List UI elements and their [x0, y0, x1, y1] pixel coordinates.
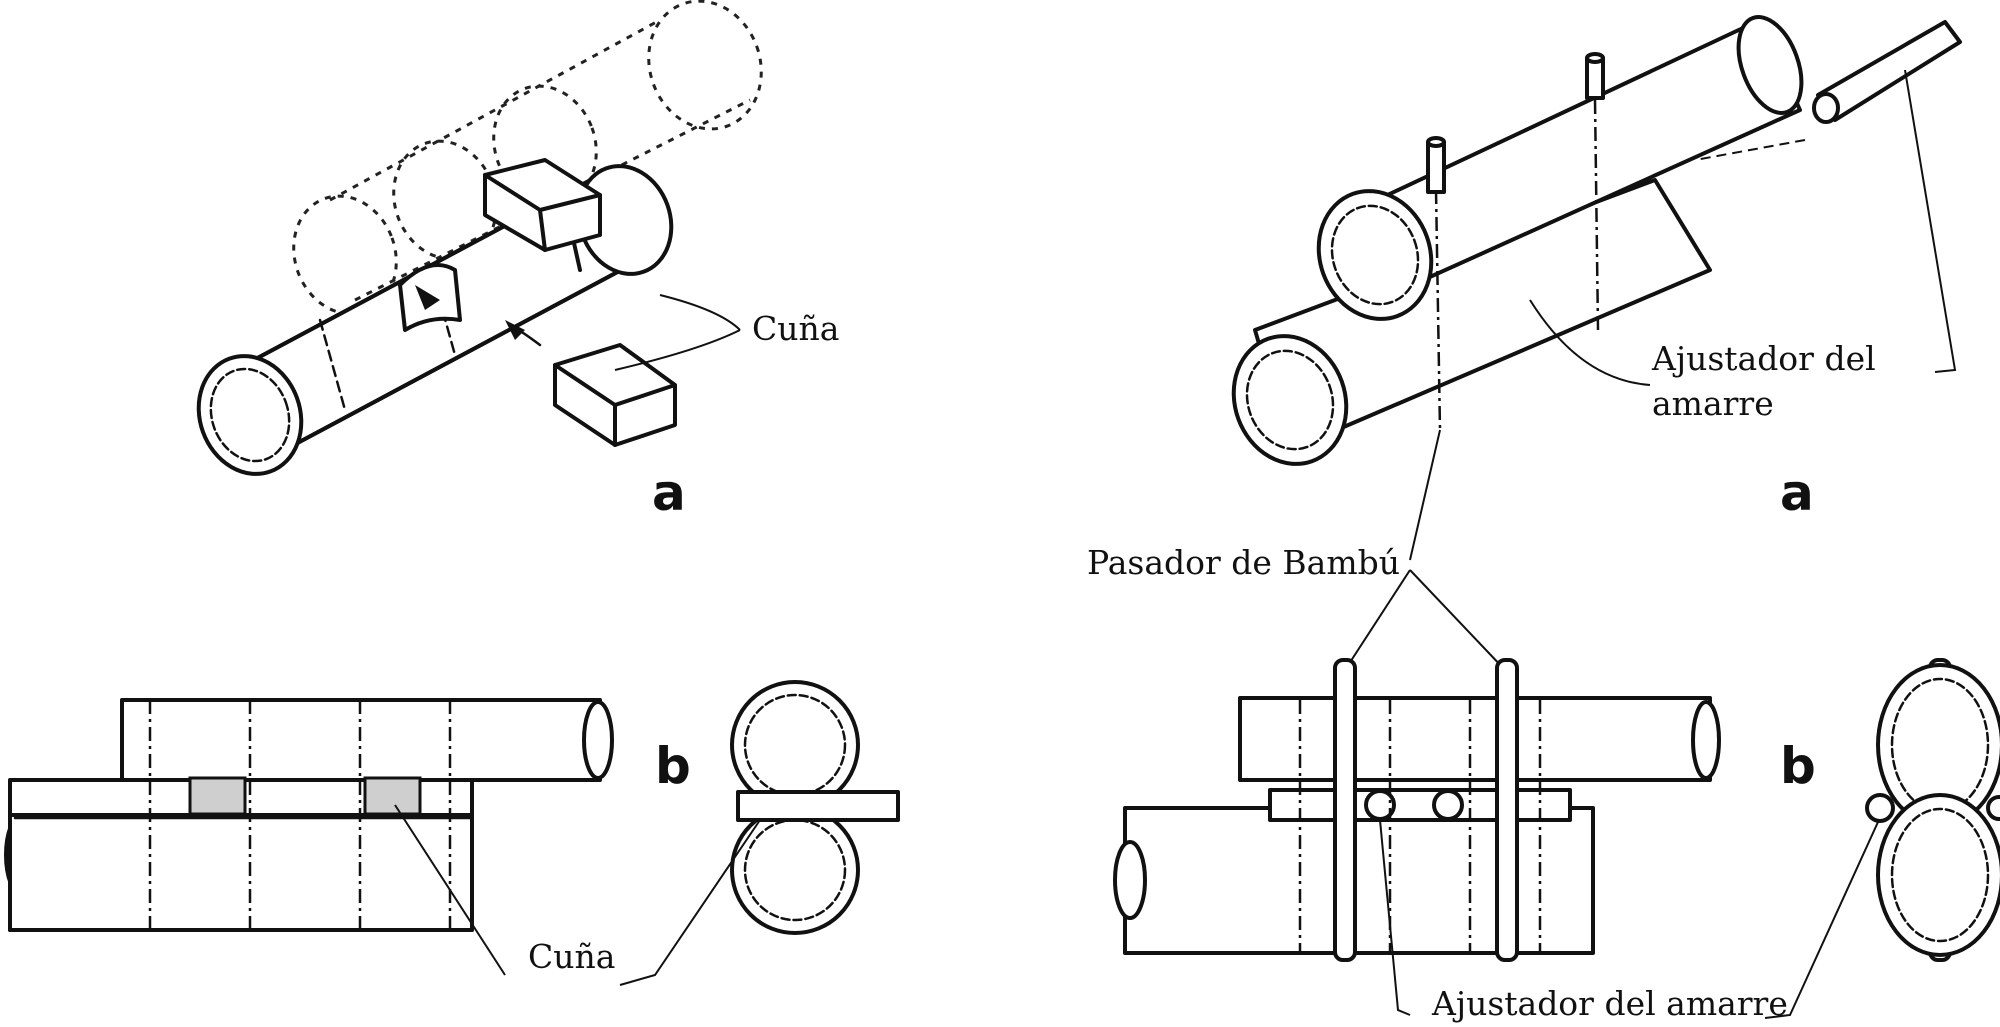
lashing-adjuster-label-bottom: Ajustador del amarre: [1431, 984, 1788, 1023]
panel-label-left-a: a: [652, 464, 686, 522]
panel-label-left-b: b: [655, 737, 691, 795]
bamboo-pin-label: Pasador de Bambú: [1087, 543, 1400, 582]
pinned-joint-side-view: Pasador de Bambú: [1087, 543, 2000, 1019]
pinned-joint-isometric: [1231, 15, 1962, 561]
panel-label-right-b: b: [1780, 737, 1816, 795]
panel-label-right-a: a: [1780, 464, 1814, 522]
wedge-label-top: Cuña: [752, 309, 839, 348]
lashing-adjuster-label-top-line2: amarre: [1652, 384, 1774, 423]
lashing-adjuster-label-top-line1: Ajustador del: [1651, 339, 1876, 378]
wedge-joint-side-view: [4, 680, 900, 986]
wedge-label-bottom: Cuña: [528, 937, 615, 976]
wedge-joint-isometric: [196, 0, 763, 476]
